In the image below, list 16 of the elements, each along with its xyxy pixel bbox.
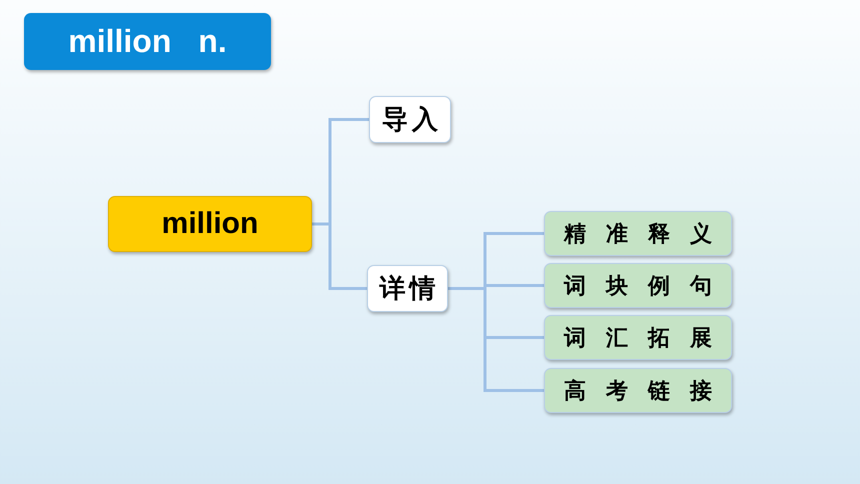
node-label: 详情 — [380, 273, 440, 306]
subtopic-box — [544, 211, 732, 256]
subtopic-box — [544, 315, 732, 360]
branch-topic-box — [367, 265, 448, 312]
central-topic-box — [108, 196, 312, 252]
branch-topic-box — [369, 96, 451, 143]
subtopic-box — [544, 263, 732, 308]
title-banner: million n. — [24, 13, 271, 70]
node-label: 导入 — [382, 104, 442, 137]
node-label: 高考链接 — [564, 378, 732, 406]
connector-line — [312, 222, 367, 290]
subtopic-box — [544, 368, 732, 413]
node-label: 词汇拓展 — [564, 324, 732, 352]
node-label: million — [162, 207, 258, 241]
node-label: 词块例句 — [564, 272, 732, 300]
node-label: 精准释义 — [564, 220, 732, 248]
